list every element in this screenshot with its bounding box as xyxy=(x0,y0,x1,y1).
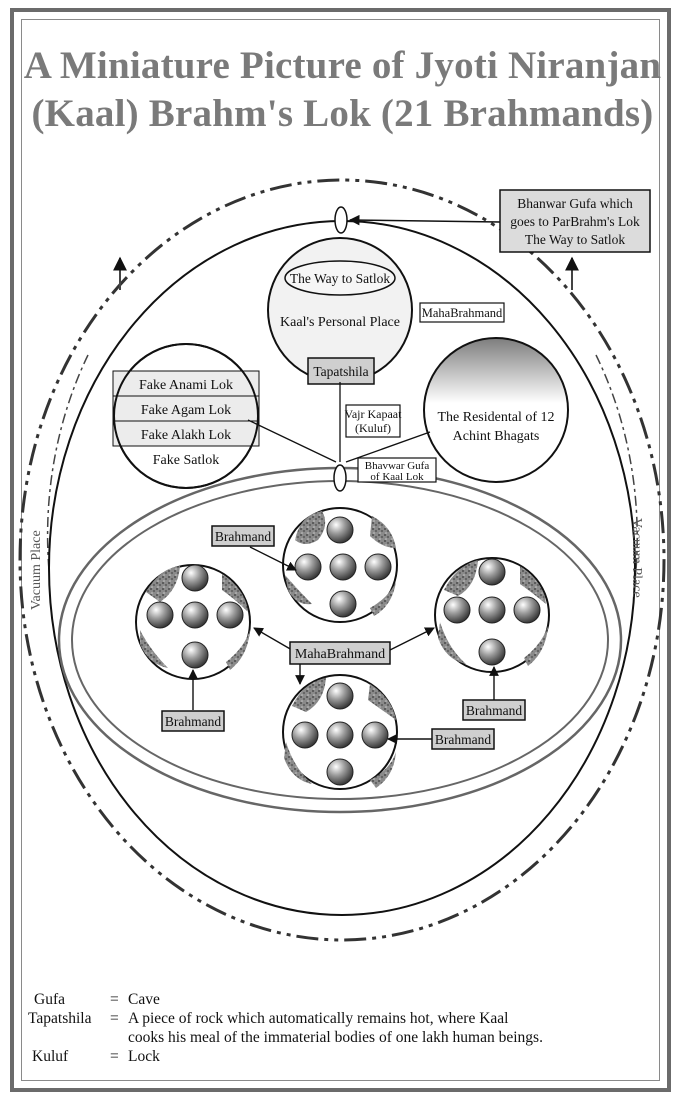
legend-term: Gufa xyxy=(34,991,65,1008)
tapatshila-box xyxy=(307,357,375,385)
bhanwar-gufa-label-box xyxy=(499,189,651,253)
mahabrahmand-center-box xyxy=(289,641,391,665)
mahabrahmand-top-label: MahaBrahmand xyxy=(422,306,503,320)
fake-anami-lok-label: Fake Anami Lok xyxy=(139,378,233,393)
mahabrahmand-top-box xyxy=(419,302,505,323)
legend-equals: = xyxy=(110,991,119,1008)
legend-row-tapatshila-continued: cooks his meal of the immaterial bodies … xyxy=(34,1028,654,1047)
residental-circle xyxy=(423,337,569,483)
arrow-maha-to-left xyxy=(253,627,293,651)
fake-anami-lok-band xyxy=(112,370,260,397)
bhanwar-gufa-label-line-3: The Way to Satlok xyxy=(525,232,626,247)
fake-agam-lok-band xyxy=(112,395,260,422)
brahmand-label-box-top xyxy=(211,525,275,547)
legend-definition: A piece of rock which automatically rema… xyxy=(128,1010,509,1027)
legend-definition: Cave xyxy=(128,991,160,1008)
vajr-kapaat-line-2: (Kuluf) xyxy=(355,421,391,435)
vacuum-flow-arc-right xyxy=(565,354,638,771)
brahmand-balls-top xyxy=(294,516,392,618)
brahmand-label-box-left xyxy=(161,710,225,732)
legend-row-kuluf: Kuluf = Lock xyxy=(32,1047,654,1066)
residental-label-line-2: Achint Bhagats xyxy=(453,429,540,444)
bhanwar-gufa-label-line-2: goes to ParBrahm's Lok xyxy=(510,214,640,229)
fake-alakh-lok-label: Fake Alakh Lok xyxy=(141,428,231,443)
kaals-personal-place-label: Kaal's Personal Place xyxy=(280,315,400,330)
brahmand-label-left: Brahmand xyxy=(165,714,221,729)
legend-row-gufa: Gufa = Cave xyxy=(34,990,654,1009)
brahmand-label-box-right xyxy=(462,699,526,721)
fake-satlok-label: Fake Satlok xyxy=(153,453,220,468)
legend-term: Tapatshila xyxy=(28,1010,92,1027)
way-to-satlok-oval xyxy=(284,260,396,296)
bhavwar-gufa-box xyxy=(357,457,437,483)
diagram-title: A Miniature Picture of Jyoti Niranjan (K… xyxy=(0,42,685,138)
outer-vacuum-boundary xyxy=(18,178,666,942)
title-line-1: A Miniature Picture of Jyoti Niranjan xyxy=(23,44,662,87)
fake-agam-lok-label: Fake Agam Lok xyxy=(141,403,231,418)
residental-label-line-1: The Residental of 12 xyxy=(437,410,554,425)
link-fake-to-gufa xyxy=(247,419,337,463)
brahmand-balls-bottom xyxy=(291,682,389,786)
brahmand-label-top: Brahmand xyxy=(215,529,271,544)
bhanwar-gufa-pointer xyxy=(348,214,501,226)
title-line-2: (Kaal) Brahm's Lok (21 Brahmands) xyxy=(31,92,654,135)
legend: Gufa = Cave Tapatshila = A piece of rock… xyxy=(28,990,654,1066)
brahmand-label-box-bottom xyxy=(431,728,495,750)
arrow-maha-to-right xyxy=(389,627,435,651)
legend-definition-continued: cooks his meal of the immaterial bodies … xyxy=(128,1029,543,1046)
brahmand-label-right: Brahmand xyxy=(466,703,522,718)
bhanwar-gufa-opening xyxy=(334,206,348,234)
brahmand-balls-left xyxy=(146,564,244,669)
legend-row-tapatshila: Tapatshila = A piece of rock which autom… xyxy=(28,1009,654,1028)
legend-equals: = xyxy=(110,1010,119,1027)
brahmand-label-bottom: Brahmand xyxy=(435,732,491,747)
kaal-lok-gufa-opening xyxy=(333,464,347,492)
bhavwar-gufa-line-2: of Kaal Lok xyxy=(370,471,424,483)
brahmand-balls-right xyxy=(443,558,541,666)
fake-loks-circle-outline xyxy=(113,343,259,489)
fake-alakh-lok-band xyxy=(112,420,260,447)
legend-equals: = xyxy=(110,1048,119,1065)
vajr-kapaat-line-1: Vajr Kapaat xyxy=(345,407,403,421)
link-residental-to-gufa xyxy=(345,431,431,463)
bhanwar-gufa-label-line-1: Bhanwar Gufa which xyxy=(517,196,633,211)
bhavwar-gufa-line-1: Bhavwar Gufa xyxy=(365,460,430,472)
vajr-kapaat-box xyxy=(345,404,401,438)
way-to-satlok-label: The Way to Satlok xyxy=(290,271,391,286)
mahabrahmand-center-label: MahaBrahmand xyxy=(295,647,385,662)
vacuum-place-right: Vacuum Place xyxy=(629,518,644,598)
vacuum-place-left: Vacuum Place xyxy=(29,530,44,610)
tapatshila-label: Tapatshila xyxy=(313,364,368,379)
legend-term: Kuluf xyxy=(32,1048,69,1065)
legend-definition: Lock xyxy=(128,1048,160,1065)
arrow-brahmand-top xyxy=(249,546,297,571)
